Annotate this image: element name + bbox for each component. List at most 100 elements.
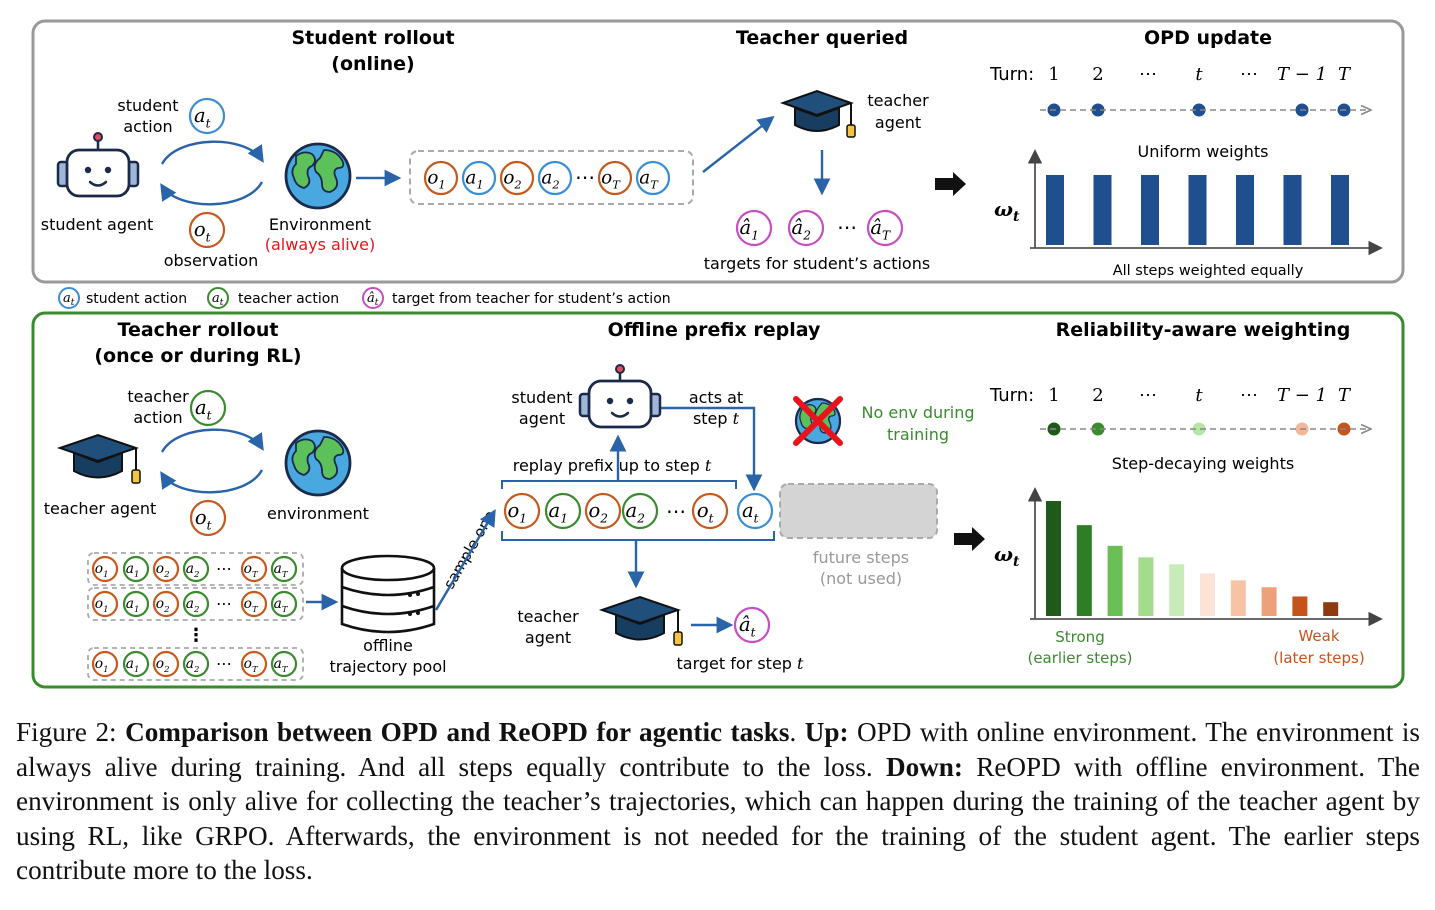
target-token: ât xyxy=(733,606,771,644)
database-icon xyxy=(340,554,436,634)
pool-trajectory-token: o2 xyxy=(152,590,180,618)
pool-trajectory-token: o1 xyxy=(91,555,119,583)
caption-down-text: ReOPD with offline environment. The envi… xyxy=(16,751,1420,886)
uniform-weight-bar xyxy=(1141,175,1159,245)
teacher-rollout-subtitle: (once or during RL) xyxy=(94,345,301,367)
caption-up-text: OPD with online environment. The environ… xyxy=(16,717,1420,782)
decay-weight-bar xyxy=(1107,545,1123,616)
turn-tick-label: T − 1 xyxy=(1277,385,1327,406)
uniform-weight-bar xyxy=(1093,175,1112,245)
student-rollout-subtitle: (online) xyxy=(331,53,414,75)
globe-icon xyxy=(284,429,352,497)
pool-trajectory-box-1 xyxy=(87,552,304,586)
decay-weight-bar xyxy=(1138,557,1154,616)
uniform-weight-bar xyxy=(1331,175,1349,245)
no-env-label-2: training xyxy=(887,425,949,444)
turn-tick-label: ⋯ xyxy=(1139,385,1157,406)
turn-dot xyxy=(1192,422,1206,436)
student-action-token: a2 xyxy=(537,160,573,196)
target-token: â1 xyxy=(735,209,773,247)
environment-label-bottom: environment xyxy=(267,504,369,523)
trajectory-to-teacher-arrow xyxy=(702,115,775,173)
turn-tick-label: T xyxy=(1338,64,1352,85)
weak-label: Weak xyxy=(1298,627,1339,645)
student-acts-arrow xyxy=(657,406,763,492)
strong-label-2: (earlier steps) xyxy=(1027,649,1132,667)
teacher-agent-label: teacher agent xyxy=(44,499,157,518)
opd-update-title: OPD update xyxy=(1144,27,1272,49)
legend-teacher-symbol: at xyxy=(212,291,224,308)
targets-label: targets for student’s actions xyxy=(704,254,930,273)
turn-tick-label: t xyxy=(1195,385,1203,406)
pool-trajectory-token: aT xyxy=(270,590,298,618)
ellipsis: ⋯ xyxy=(575,165,595,189)
observation-arrow xyxy=(160,181,264,206)
vertical-ellipsis: ⋮ xyxy=(187,625,205,646)
graduation-cap-icon xyxy=(779,89,856,138)
robot-icon xyxy=(56,132,140,198)
uniform-weight-bar xyxy=(1046,175,1064,245)
turn-tick-label: T xyxy=(1338,385,1352,406)
omega-label: ωt xyxy=(994,197,1020,225)
student-action-label-2: action xyxy=(123,117,172,136)
legend-target-symbol: ât xyxy=(367,291,379,308)
uniform-weight-bar xyxy=(1236,175,1254,245)
teacher-action-arrow xyxy=(160,428,264,453)
ellipsis: ⋯ xyxy=(837,215,857,239)
turn-dot xyxy=(1091,103,1105,117)
acts-at-step-label: step t xyxy=(693,409,740,428)
decay-weight-bar xyxy=(1323,602,1339,616)
caption-figure-label: Figure 2: xyxy=(16,717,117,747)
decay-weight-bar xyxy=(1076,525,1092,616)
teacher-rollout-title: Teacher rollout xyxy=(118,319,279,341)
prefix-bracket-top xyxy=(501,480,737,489)
weighting-title: Reliability-aware weighting xyxy=(1056,319,1351,341)
sample-arrow xyxy=(434,509,496,611)
pool-trajectory-token: a1 xyxy=(122,650,150,678)
globe-icon xyxy=(284,142,352,210)
pool-trajectory-token: o1 xyxy=(91,650,119,678)
ellipsis: ⋯ xyxy=(216,594,232,613)
step-decaying-label: Step-decaying weights xyxy=(1112,454,1294,473)
prefix-token: a2 xyxy=(621,492,659,530)
observation-label: observation xyxy=(164,251,259,270)
turn-dot xyxy=(1091,422,1105,436)
teacher-agent-label: teacher xyxy=(867,91,929,110)
prefix-replay-title: Offline prefix replay xyxy=(608,319,821,341)
pool-trajectory-token: aT xyxy=(270,650,298,678)
legend-target-circle xyxy=(362,287,384,309)
omega-label-bottom: ωt xyxy=(994,542,1020,570)
legend-student-symbol: at xyxy=(63,291,75,308)
observation-token: o1 xyxy=(423,160,459,196)
future-steps-box xyxy=(779,483,938,539)
prefix-bracket-bottom xyxy=(501,531,775,541)
teacher-queried-title: Teacher queried xyxy=(736,27,908,49)
uniform-weight-bar xyxy=(1283,175,1302,245)
pool-trajectory-token: o1 xyxy=(91,590,119,618)
bottom-panel xyxy=(31,311,1405,689)
teacher-action-token: at xyxy=(189,389,227,427)
student-agent-label-bottom: student xyxy=(511,388,572,407)
pool-trajectory-token: oT xyxy=(240,590,268,618)
all-equal-label: All steps weighted equally xyxy=(1113,263,1304,279)
decay-weight-bar xyxy=(1169,564,1185,616)
decay-weight-bar xyxy=(1230,580,1246,616)
robot-icon xyxy=(578,364,662,429)
caption-up-label: Up: xyxy=(804,717,849,747)
pool-trajectory-token: a2 xyxy=(182,590,210,618)
turn-tick-label: T − 1 xyxy=(1277,64,1327,85)
pool-trajectory-token: o2 xyxy=(152,650,180,678)
prefix-token: o1 xyxy=(503,492,541,530)
future-steps-label: future steps xyxy=(813,548,909,567)
caption-title: Comparison between OPD and ReOPD for age… xyxy=(125,717,790,747)
decay-weight-bar xyxy=(1046,501,1061,616)
no-environment-icon xyxy=(793,396,843,446)
no-env-label: No env during xyxy=(862,403,975,422)
observation-token: oT xyxy=(597,160,633,196)
turn-tick-label: t xyxy=(1195,64,1203,85)
pool-trajectory-token: oT xyxy=(240,555,268,583)
top-panel xyxy=(31,19,1405,284)
legend-target-text: target from teacher for student’s action xyxy=(392,291,671,307)
student-agent-label: student agent xyxy=(41,215,153,234)
pool-trajectory-token: a1 xyxy=(122,555,150,583)
